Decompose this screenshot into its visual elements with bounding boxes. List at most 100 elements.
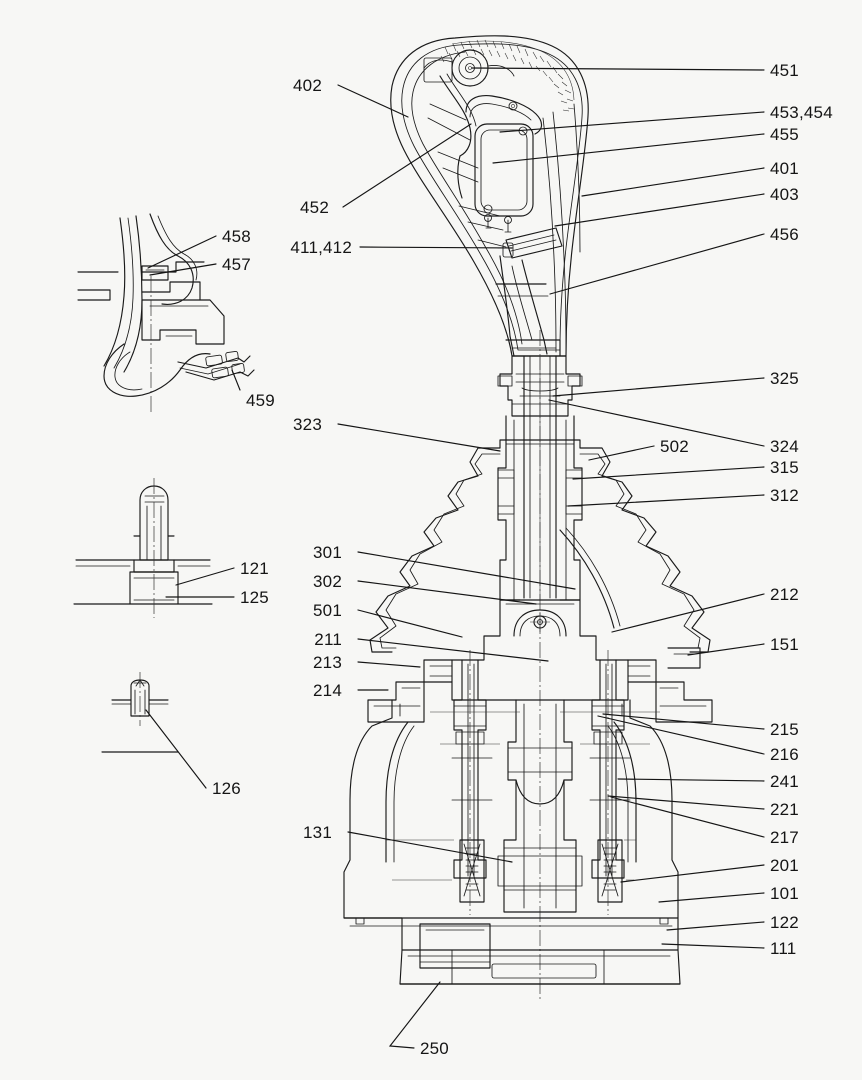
ref-numeral-502: 502	[660, 437, 689, 456]
section-detail-lines	[386, 356, 660, 881]
leader-line-215	[602, 713, 765, 730]
leader-line-324	[548, 399, 765, 447]
leader-line-213	[357, 661, 421, 668]
ref-numeral-151: 151	[770, 635, 799, 654]
ref-numeral-411-412: 411,412	[290, 238, 352, 257]
leader-line-315	[572, 466, 765, 480]
leader-line-501	[357, 609, 463, 638]
leader-line-323	[337, 423, 501, 452]
ref-numeral-241: 241	[770, 772, 799, 791]
spring-left	[463, 843, 481, 897]
ref-numeral-457: 457	[222, 255, 251, 274]
leader-line-201	[620, 864, 765, 883]
lower-shell-403-456	[495, 255, 561, 357]
ref-numeral-211: 211	[314, 630, 342, 649]
ref-numeral-302: 302	[313, 572, 342, 591]
ref-numeral-325: 325	[770, 369, 799, 388]
leader-line-221	[607, 795, 765, 810]
ref-numeral-215: 215	[770, 720, 799, 739]
ref-numeral-121: 121	[240, 559, 269, 578]
ref-numeral-323: 323	[293, 415, 322, 434]
leader-line-101	[658, 892, 765, 903]
lever-arm-402	[439, 73, 477, 199]
leader-line-131	[347, 831, 513, 863]
leader-line-216	[597, 715, 765, 755]
plunger-mechanism-right	[589, 650, 631, 915]
leader-line-402	[337, 84, 409, 118]
inset-upper-left-detail	[77, 213, 255, 412]
leader-line-217	[610, 796, 765, 838]
ref-numeral-451: 451	[770, 61, 799, 80]
ref-numeral-111: 111	[770, 939, 796, 958]
leader-line-459	[231, 369, 241, 391]
grip-fasteners	[484, 214, 512, 233]
mounting-plate-453-454	[465, 95, 543, 135]
leader-line-126	[145, 709, 207, 789]
plunger-mechanism-left	[451, 650, 493, 915]
ref-numeral-101: 101	[770, 884, 799, 903]
leader-line-241	[617, 778, 765, 782]
leader-line-452	[342, 123, 472, 208]
center-valve-stem	[497, 699, 583, 913]
leader-line-458	[147, 235, 217, 269]
leader-line-212	[611, 593, 765, 633]
inner-column-312-315	[497, 415, 621, 629]
ref-numeral-459: 459	[246, 391, 275, 410]
leader-line-211	[357, 638, 549, 662]
leader-line-111	[661, 943, 765, 949]
ref-numeral-455: 455	[770, 125, 799, 144]
inset-lower-left-detail	[101, 672, 179, 753]
spring-right	[601, 843, 619, 897]
leader-line-502	[588, 445, 655, 461]
leader-line-121	[175, 567, 235, 586]
ref-numeral-213: 213	[313, 653, 342, 672]
ref-numeral-403: 403	[770, 185, 799, 204]
ref-numeral-501: 501	[313, 601, 342, 620]
leader-line-455	[492, 133, 765, 164]
ref-numeral-216: 216	[770, 745, 799, 764]
leader-line-403	[554, 193, 765, 227]
leader-line-301	[357, 551, 576, 590]
ref-numeral-201: 201	[770, 856, 799, 875]
leader-line-401	[581, 167, 765, 197]
inset-middle-left-detail	[73, 478, 213, 618]
leader-line-250	[388, 981, 441, 1049]
ref-numeral-212: 212	[770, 585, 799, 604]
leader-line-325	[552, 377, 765, 397]
ref-numeral-312: 312	[770, 486, 799, 505]
ref-numeral-122: 122	[770, 913, 799, 932]
ref-numeral-401: 401	[770, 159, 799, 178]
leader-line-302	[357, 580, 537, 605]
leader-line-312	[567, 494, 765, 507]
ref-numeral-452: 452	[300, 198, 329, 217]
leader-line-122	[666, 921, 765, 931]
ref-numeral-315: 315	[770, 458, 799, 477]
pivot-block-301-302	[367, 599, 713, 723]
leader-line-451	[471, 67, 765, 71]
ref-numeral-217: 217	[770, 828, 799, 847]
ref-numeral-221: 221	[770, 800, 799, 819]
internal-frame-452	[427, 103, 507, 248]
ref-numeral-131: 131	[303, 823, 332, 842]
ref-numeral-125: 125	[240, 588, 269, 607]
leader-line-151	[687, 643, 765, 656]
leader-line-411-412	[359, 246, 513, 249]
ref-numeral-301: 301	[313, 543, 342, 562]
reference-numeral-labels: 402 452 411,412 323 301 302 501 211 213 214 131 451…	[212, 61, 833, 1058]
housing-body-101-201	[343, 699, 681, 985]
ref-numeral-126: 126	[212, 779, 241, 798]
leader-line-456	[549, 233, 765, 295]
ref-numeral-250: 250	[420, 1039, 449, 1058]
main-assembly	[343, 35, 713, 1000]
ref-numeral-402: 402	[293, 76, 322, 95]
ref-numeral-324: 324	[770, 437, 799, 456]
leader-lines	[145, 67, 765, 1049]
ref-numeral-456: 456	[770, 225, 799, 244]
ref-numeral-214: 214	[313, 681, 342, 700]
leader-line-453-454	[499, 111, 765, 133]
ref-numeral-453-454: 453,454	[770, 103, 833, 122]
ref-numeral-458: 458	[222, 227, 251, 246]
